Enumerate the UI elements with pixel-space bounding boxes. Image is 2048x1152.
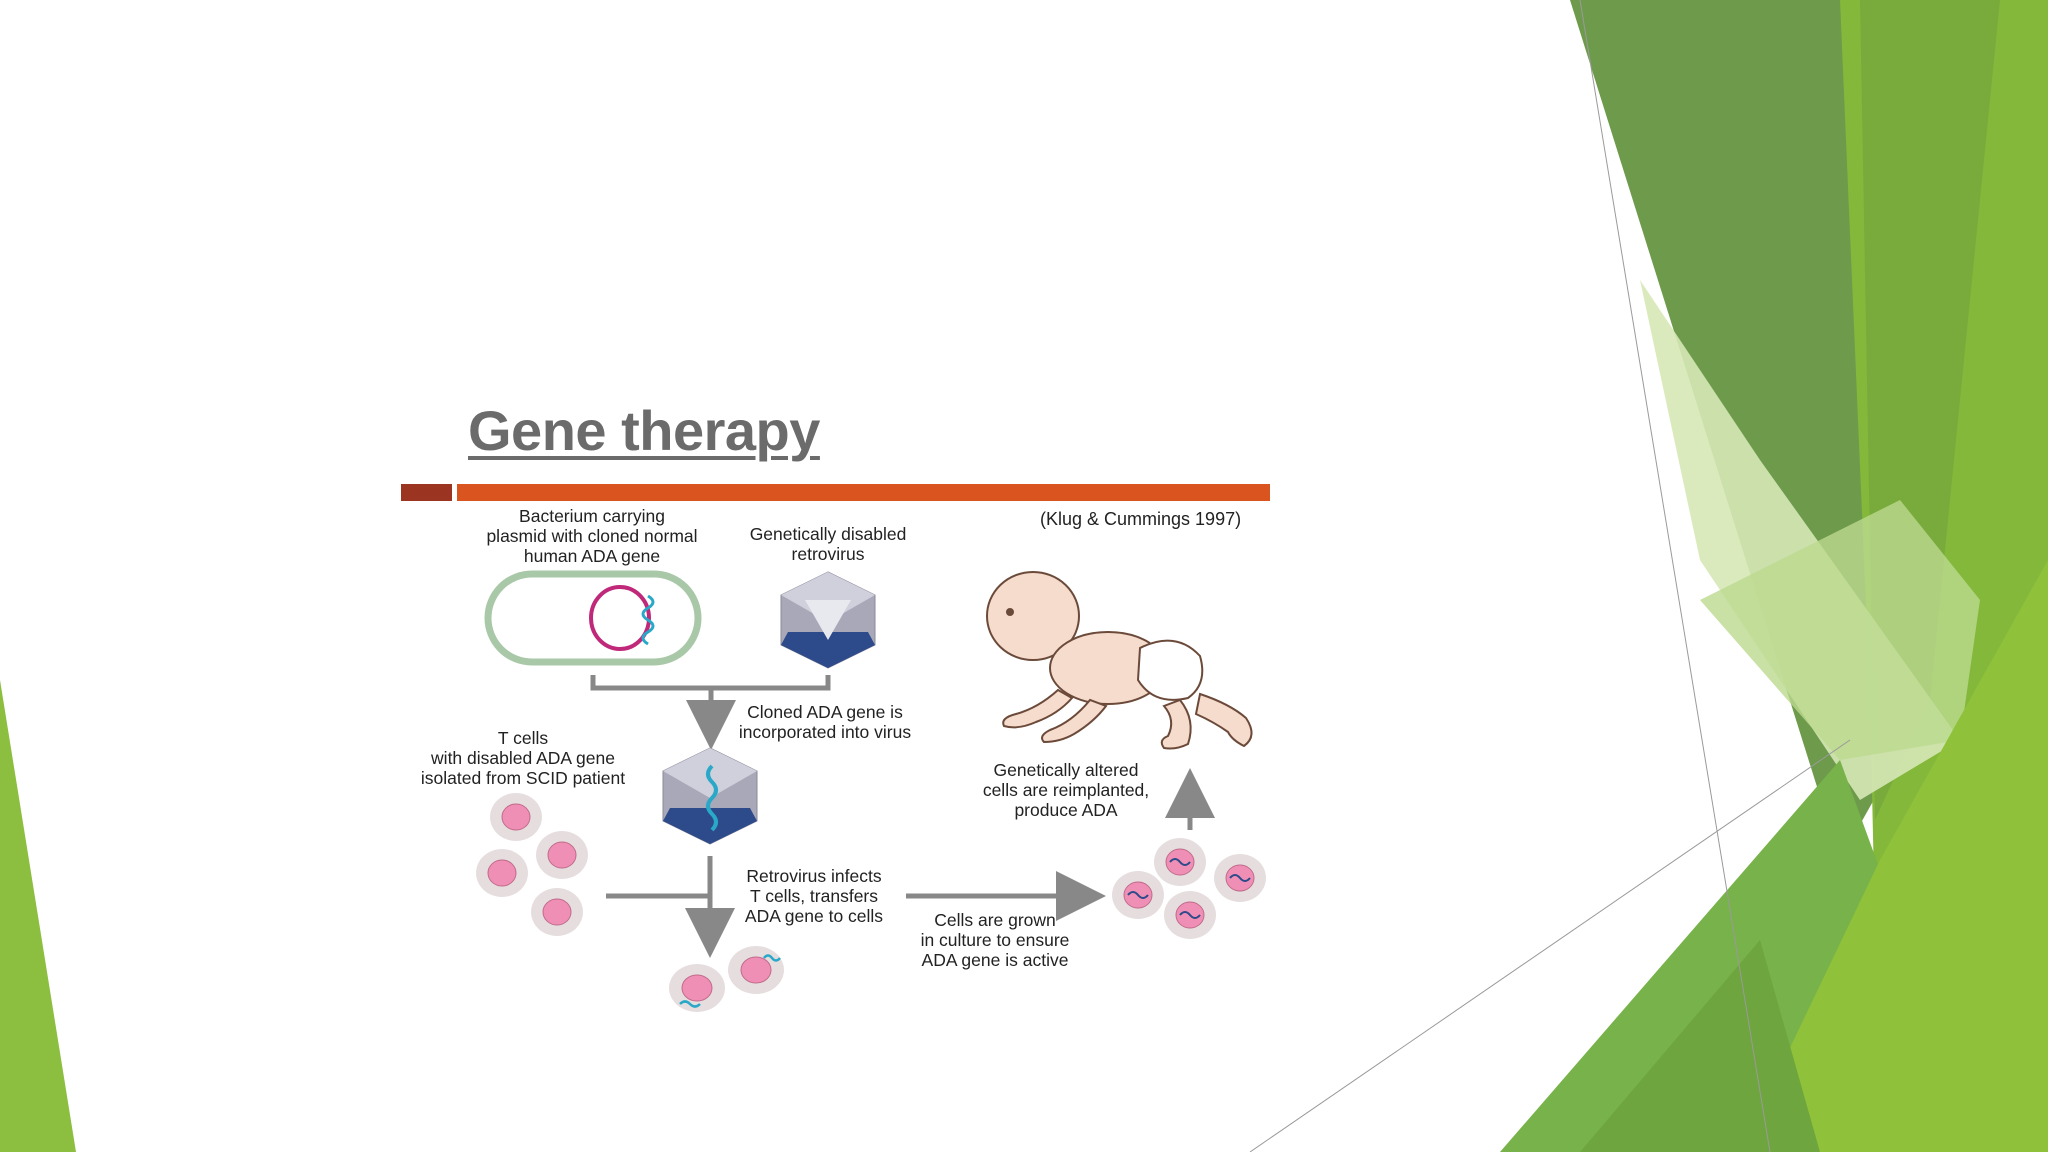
title-bar <box>457 484 1270 501</box>
reimplanted-label-line-1: Genetically altered <box>993 760 1139 780</box>
retrovirus-label-line-1: Genetically disabled <box>749 524 907 544</box>
retrovirus-icon <box>780 571 876 669</box>
infects-label-line-2: T cells, transfers <box>749 886 879 906</box>
bacterium-label-line-2: plasmid with cloned normal <box>486 526 698 546</box>
incorporated-label-line-2: incorporated into virus <box>738 722 912 742</box>
t-cells-label-line-3: isolated from SCID patient <box>420 768 626 788</box>
t-cells-label-line-2: with disabled ADA gene <box>431 748 615 768</box>
infects-label-line-3: ADA gene to cells <box>744 906 884 926</box>
culture-label-line-3: ADA gene is active <box>921 950 1069 970</box>
bacterium-label-line-1: Bacterium carrying <box>519 506 665 526</box>
cultured-cells-group <box>1112 838 1266 939</box>
bacterium-icon <box>484 570 702 666</box>
thin-line-2 <box>1249 739 1851 1152</box>
culture-label-line-2: in culture to ensure <box>920 930 1070 950</box>
bottom-green-shape-2 <box>1740 560 2048 1152</box>
incorporated-label: Cloned ADA gene is incorporated into vir… <box>720 702 930 742</box>
baby-illustration <box>986 571 1253 750</box>
t-cells-label-line-1: T cells <box>497 728 549 748</box>
infection-arrows <box>606 768 1215 958</box>
diagram-title: Gene therapy <box>468 399 820 462</box>
bacterium-label: Bacterium carrying plasmid with cloned n… <box>462 506 722 566</box>
t-cells-label: T cells with disabled ADA gene isolated … <box>398 728 648 788</box>
thin-line-1 <box>1579 0 1771 1152</box>
retrovirus-label: Genetically disabled retrovirus <box>728 524 928 564</box>
infects-label-line-1: Retrovirus infects <box>746 866 882 886</box>
culture-label: Cells are grown in culture to ensure ADA… <box>890 910 1100 970</box>
infects-label: Retrovirus infects T cells, transfers AD… <box>724 866 904 926</box>
reimplanted-label-line-2: cells are reimplanted, <box>982 780 1150 800</box>
recombinant-virus-icon <box>662 747 758 845</box>
right-pale-shape-2 <box>1700 500 1980 760</box>
incorporated-label-line-1: Cloned ADA gene is <box>747 702 903 722</box>
culture-label-line-1: Cells are grown <box>934 910 1056 930</box>
reimplanted-label: Genetically altered cells are reimplante… <box>956 760 1176 820</box>
merge-connector <box>590 675 831 750</box>
title-bar-accent <box>401 484 452 501</box>
citation-text: (Klug & Cummings 1997) <box>1040 509 1242 529</box>
retrovirus-label-line-2: retrovirus <box>791 544 865 564</box>
bacterium-label-line-3: human ADA gene <box>523 546 661 566</box>
infected-cells-group <box>669 946 784 1012</box>
left-green-accent <box>0 680 76 1152</box>
bottom-green-shape-3 <box>1580 940 1820 1152</box>
t-cells-group <box>476 793 588 936</box>
reimplanted-label-line-3: produce ADA <box>1014 800 1118 820</box>
